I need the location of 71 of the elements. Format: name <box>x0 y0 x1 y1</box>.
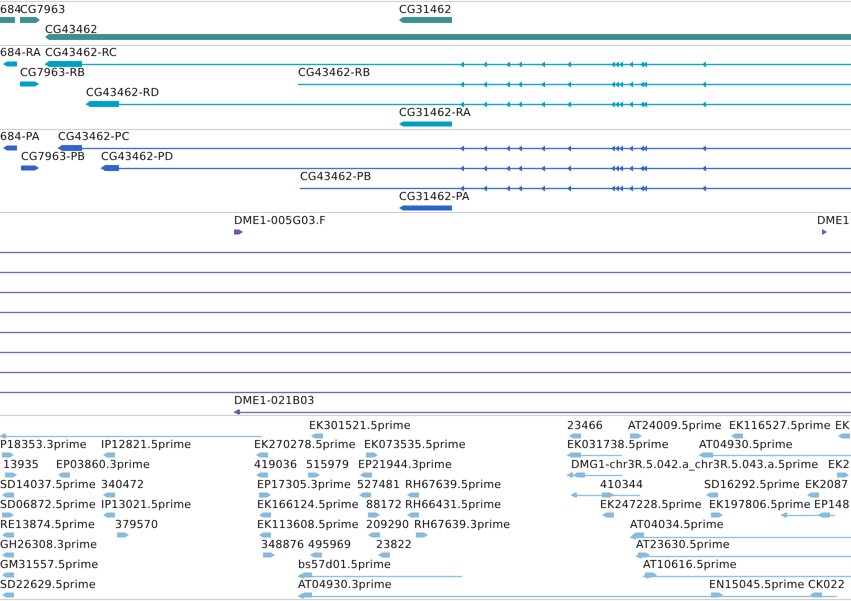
feature-label: EK166124.5prime <box>257 498 359 511</box>
feature-label: 515979 <box>306 458 350 471</box>
feature-label: 379570 <box>115 518 158 531</box>
feature-label: AT04034.5prime <box>630 518 724 531</box>
feature-label: DME1-005G03.F <box>234 214 326 227</box>
feature-label: AT04930.5prime <box>699 438 793 451</box>
feature-label: EK2087 <box>805 478 848 491</box>
feature-label: CG31462-PA <box>399 190 470 203</box>
feature-label: EK <box>835 419 850 432</box>
feature-label: CG31462-RA <box>399 106 471 119</box>
feature-label: EK113608.5prime <box>257 518 359 531</box>
feature-label: SD14037.5prime <box>0 478 96 491</box>
feature-label: 23822 <box>376 538 412 551</box>
feature-label: EK116527.5prime <box>729 419 831 432</box>
feature-label: EP148 <box>814 498 850 511</box>
feature-label: SD16292.5prime <box>704 478 800 491</box>
feature-label: RE13874.5prime <box>0 518 95 531</box>
feature-label: GM31557.5prime <box>0 558 98 571</box>
feature-label: EK2 <box>828 458 850 471</box>
feature-label: EK031738.5prime <box>567 438 669 451</box>
feature-label: CG43462-RB <box>298 66 370 79</box>
feature-label: AT10616.5prime <box>643 558 737 571</box>
feature-label: CG43462-RD <box>86 86 160 99</box>
feature-label: DME1-021B03 <box>234 394 315 407</box>
feature-label: EK270278.5prime <box>254 438 356 451</box>
feature-label: AT24009.5prime <box>628 419 722 432</box>
feature-label: SD22629.5prime <box>0 578 96 591</box>
feature-label: CG43462-PC <box>58 130 130 143</box>
feature-label: AT04930.3prime <box>298 578 392 591</box>
feature-label: CG43462-RC <box>45 46 117 59</box>
feature-label: RH67639.5prime <box>405 478 502 491</box>
feature-label: 209290 <box>366 518 410 531</box>
feature-label: 419036 <box>254 458 298 471</box>
feature-label: bs57d01.5prime <box>298 558 392 571</box>
feature-label: CG7963 <box>20 3 66 16</box>
feature-label: 340472 <box>101 478 144 491</box>
feature-label: 684-RA <box>0 46 41 59</box>
feature-label: 495969 <box>308 538 352 551</box>
feature-label: CG43462 <box>45 23 98 36</box>
feature-label: GH26308.3prime <box>0 538 98 551</box>
feature-label: CG43462-PB <box>300 170 372 183</box>
feature-label: 684 <box>0 3 22 16</box>
feature-label: 23466 <box>567 419 603 432</box>
feature-label: 684-PA <box>0 130 40 143</box>
feature-label: P18353.3prime <box>0 438 87 451</box>
feature-label: CG31462 <box>399 3 452 16</box>
feature-label: EN15045.5prime <box>709 578 805 591</box>
feature-label: EK301521.5prime <box>309 419 411 432</box>
feature-label: IP13021.5prime <box>101 498 192 511</box>
feature-label: IP12821.5prime <box>101 438 192 451</box>
feature-label: 88172 <box>366 498 402 511</box>
feature-label: 13935 <box>3 458 39 471</box>
feature-label: RH67639.3prime <box>414 518 510 531</box>
feature-label: EP17305.3prime <box>257 478 351 491</box>
feature-label: DME1 <box>817 214 850 227</box>
feature-label: CG43462-PD <box>101 150 174 163</box>
feature-label: RH66431.5prime <box>405 498 502 511</box>
feature-label: CK022 <box>808 578 845 591</box>
feature-label: SD06872.5prime <box>0 498 96 511</box>
feature-label: DMG1-chr3R.5.042.a_chr3R.5.043.a.5prime <box>571 458 818 471</box>
feature-label: CG7963-PB <box>21 150 86 163</box>
feature-label: CG7963-RB <box>20 66 86 79</box>
feature-label: EK247228.5prime <box>600 498 702 511</box>
feature-label: EP03860.3prime <box>56 458 150 471</box>
feature-label: AT23630.5prime <box>636 538 730 551</box>
feature-label: 527481 <box>357 478 400 491</box>
feature-label: EP21944.3prime <box>358 458 452 471</box>
feature-label: EK197806.5prime <box>709 498 811 511</box>
feature-label: 348876 <box>261 538 304 551</box>
feature-label: 410344 <box>600 478 644 491</box>
feature-label: EK073535.5prime <box>364 438 466 451</box>
